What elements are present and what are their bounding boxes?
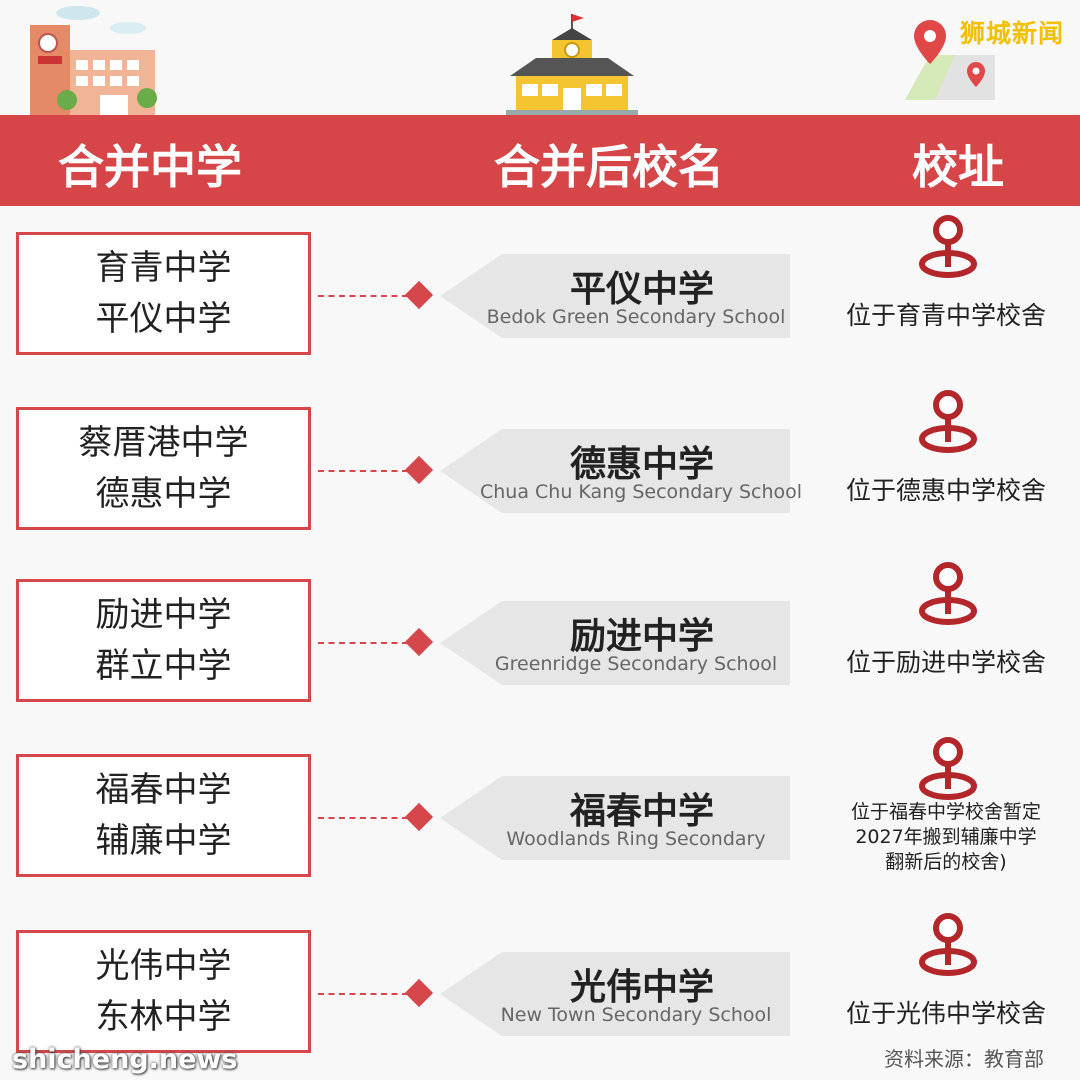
location-pin-icon xyxy=(919,913,977,976)
header-new-name: 合并后校名 xyxy=(494,140,724,194)
header-bar: 合并中学 合并后校名 校址 xyxy=(0,115,1080,206)
brand-logo-text: 狮城新闻 xyxy=(960,19,1065,48)
new-name-banner: 德惠中学 Chua Chu Kang Secondary School xyxy=(440,429,803,513)
merged-schools-box: 励进中学 群立中学 xyxy=(16,579,311,702)
merged-schools-box: 光伟中学 东林中学 xyxy=(16,930,311,1053)
new-school-name: 励进中学 xyxy=(569,616,714,657)
school-name: 平仪中学 xyxy=(95,298,232,339)
banner-shape xyxy=(440,601,790,685)
banner-shape xyxy=(440,776,790,860)
watermark-text: shicheng.news xyxy=(12,1044,238,1075)
school-name: 群立中学 xyxy=(95,645,232,686)
school-name: 蔡厝港中学 xyxy=(78,422,249,463)
new-school-name: 德惠中学 xyxy=(569,444,714,485)
school-building-icon-left xyxy=(30,6,157,115)
campus-address: 位于福春中学校舍暂定 2027年搬到辅廉中学 翻新后的校舍) xyxy=(826,800,1066,875)
merged-schools-box: 蔡厝港中学 德惠中学 xyxy=(16,407,311,530)
location-pin-icon xyxy=(919,215,977,278)
english-school-name: New Town Secondary School xyxy=(500,1004,772,1026)
english-school-name: Greenridge Secondary School xyxy=(494,653,778,675)
campus-address: 位于德惠中学校舍 xyxy=(845,476,1046,505)
english-school-name: Woodlands Ring Secondary xyxy=(506,828,766,850)
header-illustrations xyxy=(30,6,995,115)
banner-shape xyxy=(440,952,790,1036)
location-pin-icon xyxy=(919,390,977,453)
connector-dashed-line xyxy=(318,470,408,472)
school-name: 东林中学 xyxy=(95,996,232,1037)
school-name: 育青中学 xyxy=(95,247,232,288)
merged-schools-box: 育青中学 平仪中学 xyxy=(16,232,311,355)
merger-row: 蔡厝港中学 德惠中学 德惠中学 Chua Chu Kang Secondary … xyxy=(0,390,1080,537)
school-name: 福春中学 xyxy=(95,769,232,810)
school-name: 德惠中学 xyxy=(95,473,232,514)
connector-diamond-icon xyxy=(404,455,434,485)
merged-schools-box: 福春中学 辅廉中学 xyxy=(16,754,311,877)
school-name: 辅廉中学 xyxy=(95,820,232,861)
location-pin-icon xyxy=(919,737,977,800)
connector-dashed-line xyxy=(318,817,408,819)
connector-diamond-icon xyxy=(404,978,434,1008)
new-name-banner: 励进中学 Greenridge Secondary School xyxy=(440,601,790,685)
map-pin-icon xyxy=(905,20,995,100)
banner-shape xyxy=(440,429,790,513)
location-pin-icon xyxy=(919,562,977,625)
merger-row: 励进中学 群立中学 励进中学 Greenridge Secondary Scho… xyxy=(0,562,1080,709)
new-school-name: 光伟中学 xyxy=(569,967,714,1008)
connector-diamond-icon xyxy=(404,280,434,310)
connector-diamond-icon xyxy=(404,802,434,832)
source-credit: 资料来源：教育部 xyxy=(884,1047,1044,1071)
merger-row: 光伟中学 东林中学 光伟中学 New Town Secondary School… xyxy=(0,913,1080,1060)
header-address: 校址 xyxy=(912,140,1004,194)
banner-shape xyxy=(440,254,790,338)
new-school-name: 福春中学 xyxy=(569,791,714,832)
new-name-banner: 光伟中学 New Town Secondary School xyxy=(440,952,790,1036)
connector-diamond-icon xyxy=(404,627,434,657)
header-merged-schools: 合并中学 xyxy=(58,140,242,194)
campus-address-line: 位于福春中学校舍暂定 xyxy=(850,801,1041,823)
new-name-banner: 福春中学 Woodlands Ring Secondary xyxy=(440,776,790,860)
connector-dashed-line xyxy=(318,295,408,297)
merger-row: 育青中学 平仪中学 平仪中学 Bedok Green Secondary Sch… xyxy=(0,215,1080,362)
connector-dashed-line xyxy=(318,642,408,644)
connector-dashed-line xyxy=(318,993,408,995)
school-building-icon-center xyxy=(506,14,638,115)
campus-address-line: 2027年搬到辅廉中学 xyxy=(855,826,1037,848)
new-name-banner: 平仪中学 Bedok Green Secondary School xyxy=(440,254,790,338)
campus-address: 位于光伟中学校舍 xyxy=(845,999,1046,1028)
campus-address: 位于励进中学校舍 xyxy=(845,648,1046,677)
english-school-name: Bedok Green Secondary School xyxy=(486,306,786,328)
merger-row: 福春中学 辅廉中学 福春中学 Woodlands Ring Secondary … xyxy=(0,737,1080,884)
campus-address-line: 翻新后的校舍) xyxy=(885,851,1007,873)
new-school-name: 平仪中学 xyxy=(569,269,714,310)
school-name: 光伟中学 xyxy=(95,945,232,986)
school-name: 励进中学 xyxy=(95,594,232,635)
campus-address: 位于育青中学校舍 xyxy=(845,301,1046,330)
english-school-name: Chua Chu Kang Secondary School xyxy=(480,481,803,503)
